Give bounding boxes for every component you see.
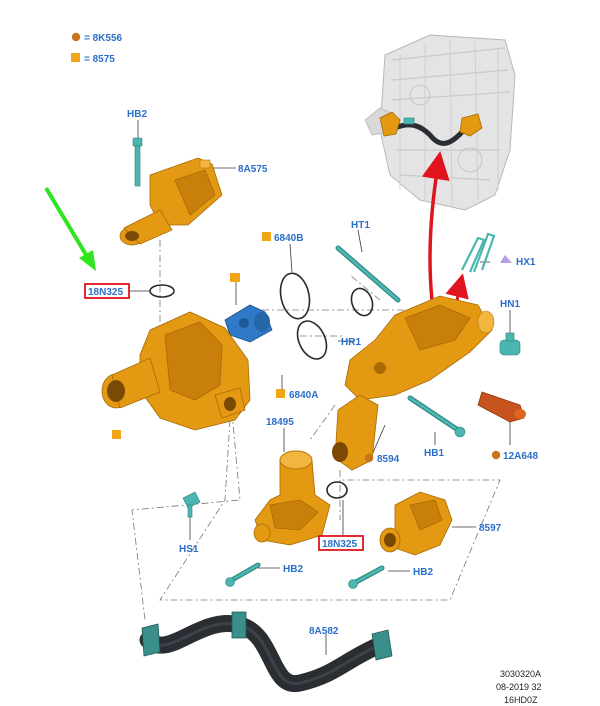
marker-6840b [262, 232, 271, 241]
legend-square-marker [71, 53, 80, 62]
legend: = 8K556 = 8575 [71, 32, 123, 65]
engine-coolant-housing [379, 111, 401, 137]
part-8a575-outlet [119, 157, 223, 246]
reference-code-block: 3030320A 08-2019 32 16HD0Z [496, 669, 542, 705]
marker-6840a [276, 389, 285, 398]
part-8594-housing [332, 295, 495, 471]
label-hb1: HB1 [424, 448, 444, 459]
marker-8594 [364, 453, 374, 463]
gasket-6840a [296, 320, 328, 360]
hose-8a582 [139, 611, 393, 692]
bolt-hb2-top [132, 137, 143, 187]
leader-lines [129, 120, 511, 655]
label-hx1: HX1 [516, 257, 536, 268]
thermostat-housing [101, 311, 251, 439]
label-hb2-top: HB2 [127, 109, 147, 120]
bolt-hb2-right [348, 565, 385, 589]
bolt-hb2-mid [225, 562, 261, 587]
engine-location-arrow [421, 151, 450, 301]
label-12a648: 12A648 [503, 451, 538, 462]
highlight-box-18n325-upper [84, 283, 130, 299]
reference-variant: 16HD0Z [504, 695, 538, 705]
legend-circle-marker [71, 32, 81, 42]
highlight-box-18n325-lower [318, 535, 364, 551]
pointer-arrow [44, 186, 96, 271]
engine-coolant-hose [392, 122, 465, 146]
bolt-hb1 [407, 395, 466, 438]
gasket-6840b [279, 272, 311, 320]
label-hb2-right: HB2 [413, 567, 433, 578]
screw-hs1 [182, 491, 201, 518]
legend-label-8k556: = 8K556 [84, 33, 123, 44]
label-hr1: HR1 [341, 337, 361, 348]
label-8594: 8594 [377, 454, 400, 465]
label-18n325-lower: 18N325 [322, 539, 357, 550]
reference-code: 3030320A [500, 669, 541, 679]
label-6840b: 6840B [274, 233, 303, 244]
clip-hx1 [461, 232, 512, 273]
label-8a582: 8A582 [309, 626, 339, 637]
o-ring-18n325-lower [326, 481, 348, 499]
thermostat [224, 273, 273, 343]
label-18n325-upper: 18N325 [88, 287, 123, 298]
label-6840a: 6840A [289, 390, 318, 401]
label-hs1: HS1 [179, 544, 199, 555]
engine-overview [364, 34, 516, 211]
legend-label-8575: = 8575 [84, 54, 115, 65]
label-hn1: HN1 [500, 299, 520, 310]
o-ring-hr1 [350, 287, 374, 317]
sensor-12a648 [477, 391, 526, 460]
sensor-hn1 [499, 332, 521, 356]
label-ht1: HT1 [351, 220, 370, 231]
label-hb2-mid: HB2 [283, 564, 303, 575]
label-8597: 8597 [479, 523, 502, 534]
reference-date: 08-2019 32 [496, 682, 542, 692]
part-8597-connector [379, 491, 453, 556]
part-18495-pump [253, 450, 331, 546]
stud-ht1 [335, 245, 401, 303]
label-18495: 18495 [266, 417, 294, 428]
o-ring-18n325-upper [149, 284, 175, 298]
label-8a575: 8A575 [238, 164, 268, 175]
